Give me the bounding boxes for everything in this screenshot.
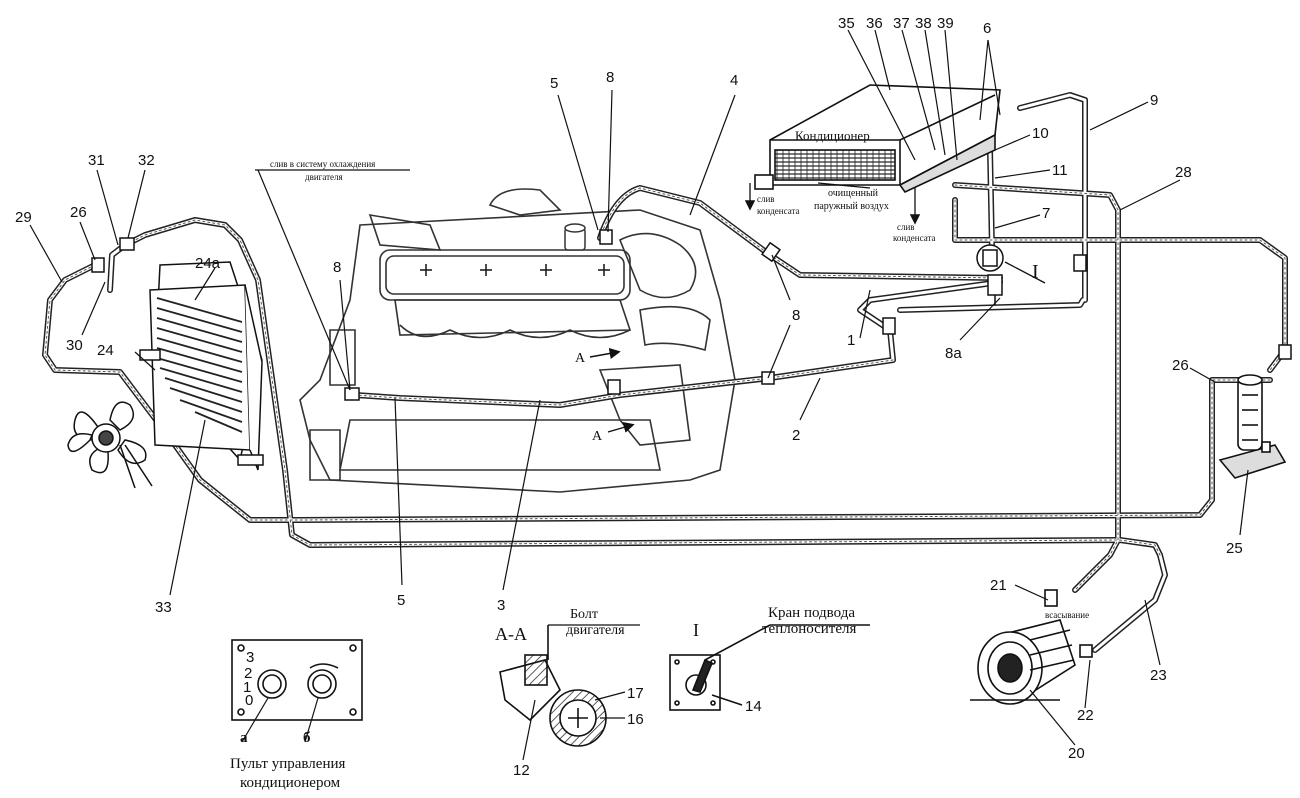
condenser <box>149 261 263 471</box>
callout-30: 30 <box>66 337 83 354</box>
callout-5-bottom: 5 <box>397 592 405 609</box>
condensate-arrows <box>744 182 921 225</box>
callout-1: 1 <box>847 332 855 349</box>
callout-35: 35 <box>838 15 855 32</box>
callout-39: 39 <box>937 15 954 32</box>
label-heat-valve-2: теплоносителя <box>762 621 857 637</box>
label-heat-valve-1: Кран подвода <box>768 605 855 621</box>
callout-8a: 8а <box>945 345 962 362</box>
callout-view-I: I <box>1032 261 1039 283</box>
callout-11: 11 <box>1052 162 1068 179</box>
label-cleaned-air-2: паружный воздух <box>814 201 889 212</box>
heat-valve-assembly <box>976 244 1004 305</box>
callout-32: 32 <box>138 152 155 169</box>
label-panel-2: кондиционером <box>240 775 341 791</box>
callout-25: 25 <box>1226 540 1243 557</box>
label-suction: всасывание <box>1045 610 1089 620</box>
callout-9: 9 <box>1150 92 1158 109</box>
callout-2: 2 <box>792 427 800 444</box>
callout-38: 38 <box>915 15 932 32</box>
callout-14: 14 <box>745 698 762 715</box>
receiver-drier <box>1218 374 1287 479</box>
aircon-unit <box>754 84 1001 194</box>
callout-3: 3 <box>497 597 505 614</box>
callout-8-right: 8 <box>792 307 800 324</box>
callout-20: 20 <box>1068 745 1085 762</box>
condenser-fins <box>156 297 243 433</box>
pipelines <box>42 92 1288 653</box>
callout-29: 29 <box>15 209 32 226</box>
callout-7: 7 <box>1042 205 1050 222</box>
label-engine-bolt-1: Болт <box>570 607 598 622</box>
callout-8-top: 8 <box>606 69 614 86</box>
callout-37: 37 <box>893 15 910 32</box>
label-condensate-left-1: слив <box>757 194 775 204</box>
expansion-tank <box>564 223 586 251</box>
callout-36: 36 <box>866 15 883 32</box>
callout-21: 21 <box>990 577 1007 594</box>
callout-26-left: 26 <box>70 204 87 221</box>
section-arrow-A-lower: А <box>592 429 603 444</box>
callout-26-right: 26 <box>1172 357 1189 374</box>
svg-text:2: 2 <box>244 665 252 682</box>
leader-lines <box>29 29 1249 761</box>
view-I-title: I <box>693 620 699 640</box>
section-aa-title: A-A <box>495 624 527 644</box>
label-drain-cooling-1: слив в систему охлаждения <box>270 159 375 169</box>
callout-23: 23 <box>1150 667 1167 684</box>
label-drain-cooling-2: двигателя <box>305 172 343 182</box>
callout-12: 12 <box>513 762 530 779</box>
callout-24a: 24а <box>195 255 221 272</box>
svg-text:0: 0 <box>245 692 253 709</box>
label-panel-1: Пульт управления <box>230 756 346 772</box>
section-aa-drawing <box>499 625 607 747</box>
label-engine-bolt-2: двигателя <box>566 623 625 638</box>
engine-cylinder-marks <box>420 264 610 276</box>
label-condensate-right-2: конденсата <box>893 233 936 243</box>
view-I-drawing <box>669 624 870 711</box>
hose-clamps <box>91 229 1292 401</box>
callout-5-top: 5 <box>550 75 558 92</box>
callout-numbers: 1 2 3 4 5 5 6 7 8 8 8 8а 9 10 11 12 14 1… <box>15 15 1243 779</box>
drain-leader <box>255 169 410 391</box>
label-condensate-right-1: слив <box>897 222 915 232</box>
callout-6: 6 <box>983 20 991 37</box>
callout-8-left: 8 <box>333 259 341 276</box>
label-aircon: Кондиционер <box>795 128 870 143</box>
callout-28: 28 <box>1175 164 1192 181</box>
condenser-fan <box>67 401 153 489</box>
control-panel-scale: 32 10 <box>243 649 254 709</box>
control-panel <box>231 639 363 721</box>
condenser-bracket <box>139 349 264 466</box>
svg-text:3: 3 <box>246 649 254 666</box>
svg-text:1: 1 <box>243 679 251 696</box>
callout-16: 16 <box>627 711 644 728</box>
section-arrows <box>589 347 635 433</box>
callout-22: 22 <box>1077 707 1094 724</box>
callout-31: 31 <box>88 152 105 169</box>
section-arrow-A-upper: А <box>575 351 586 366</box>
callout-4: 4 <box>730 72 738 89</box>
callout-24: 24 <box>97 342 114 359</box>
callout-33: 33 <box>155 599 172 616</box>
callout-17: 17 <box>627 685 644 702</box>
compressor <box>970 589 1093 705</box>
engine-block <box>299 188 736 493</box>
callout-10: 10 <box>1032 125 1049 142</box>
label-condensate-left-2: конденсата <box>757 206 800 216</box>
label-cleaned-air-1: очищенный <box>828 188 879 199</box>
